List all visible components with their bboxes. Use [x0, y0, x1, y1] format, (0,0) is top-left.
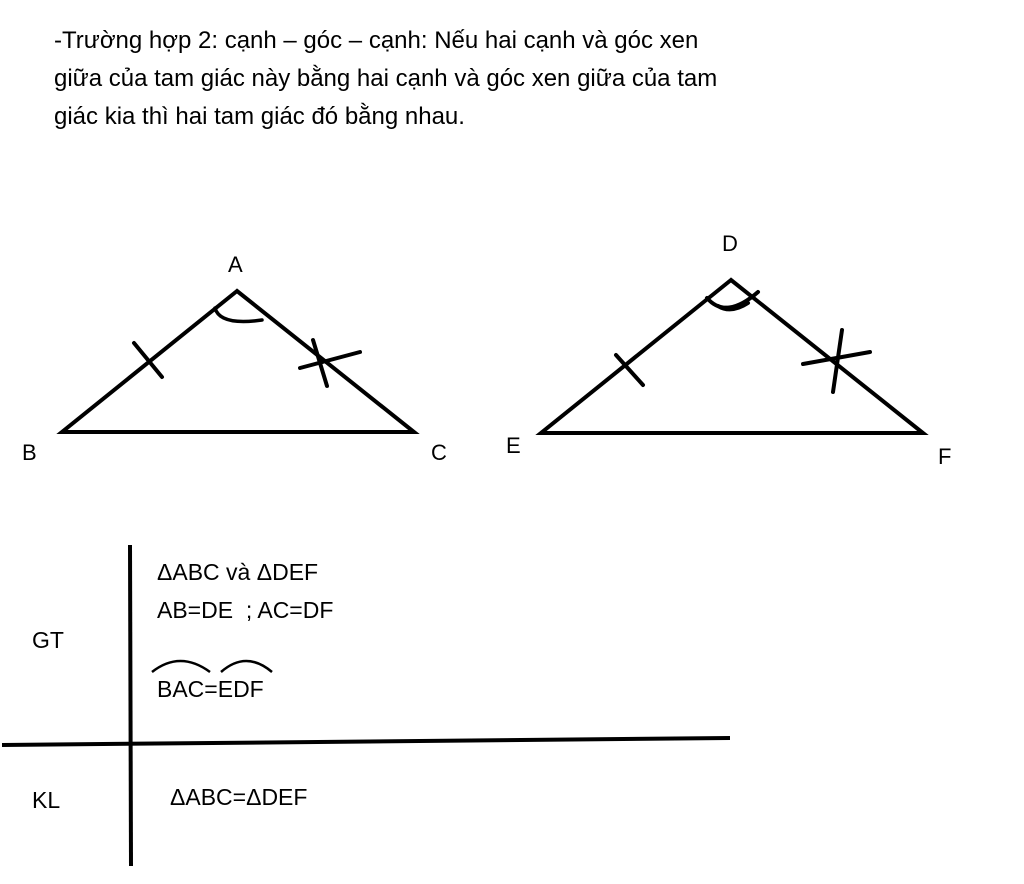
angle-arc-edf-inner: [716, 301, 750, 312]
gt-label: GT: [32, 627, 64, 653]
kl-label: KL: [32, 787, 60, 813]
tick-mark-ac-1: [298, 350, 362, 370]
tick-mark-de: [614, 353, 645, 387]
theorem-line-1: -Trường hợp 2: cạnh – góc – cạnh: Nếu ha…: [54, 27, 699, 54]
vertex-label-f: F: [938, 444, 951, 469]
gt-statement-sides: AB=DE ; AC=DF: [157, 597, 333, 623]
theorem-line-3: giác kia thì hai tam giác đó bằng nhau.: [54, 103, 465, 130]
tick-mark-ac-2: [311, 338, 329, 388]
gt-statement-triangles: ΔABC và ΔDEF: [157, 559, 318, 585]
vertex-label-e: E: [506, 433, 521, 458]
vertex-label-b: B: [22, 440, 37, 465]
vertex-label-a: A: [228, 252, 243, 277]
angle-hat-marks: [151, 659, 273, 674]
table-horizontal-divider: [1, 736, 731, 747]
angle-arc-bac: [213, 306, 264, 324]
triangle-abc-outline: [56, 288, 420, 434]
theorem-statement: -Trường hợp 2: cạnh – góc – cạnh: Nếu ha…: [54, 22, 854, 136]
angle-hat-edf: [220, 659, 273, 673]
theorem-line-2: giữa của tam giác này bằng hai cạnh và g…: [54, 65, 718, 92]
kl-statement: ΔABC=ΔDEF: [170, 784, 307, 810]
tick-mark-ab: [132, 341, 164, 379]
angle-hat-bac: [151, 659, 211, 674]
gt-statement-angles: BAC=EDF: [157, 676, 264, 702]
gt-kl-table: [1, 544, 731, 867]
triangle-def-outline: [535, 277, 929, 435]
vertex-label-d: D: [722, 231, 738, 256]
triangle-def: [535, 277, 929, 435]
triangle-abc: [56, 288, 420, 434]
vertex-label-c: C: [431, 440, 447, 465]
table-vertical-divider: [128, 544, 133, 867]
tick-mark-df-2: [831, 328, 844, 394]
